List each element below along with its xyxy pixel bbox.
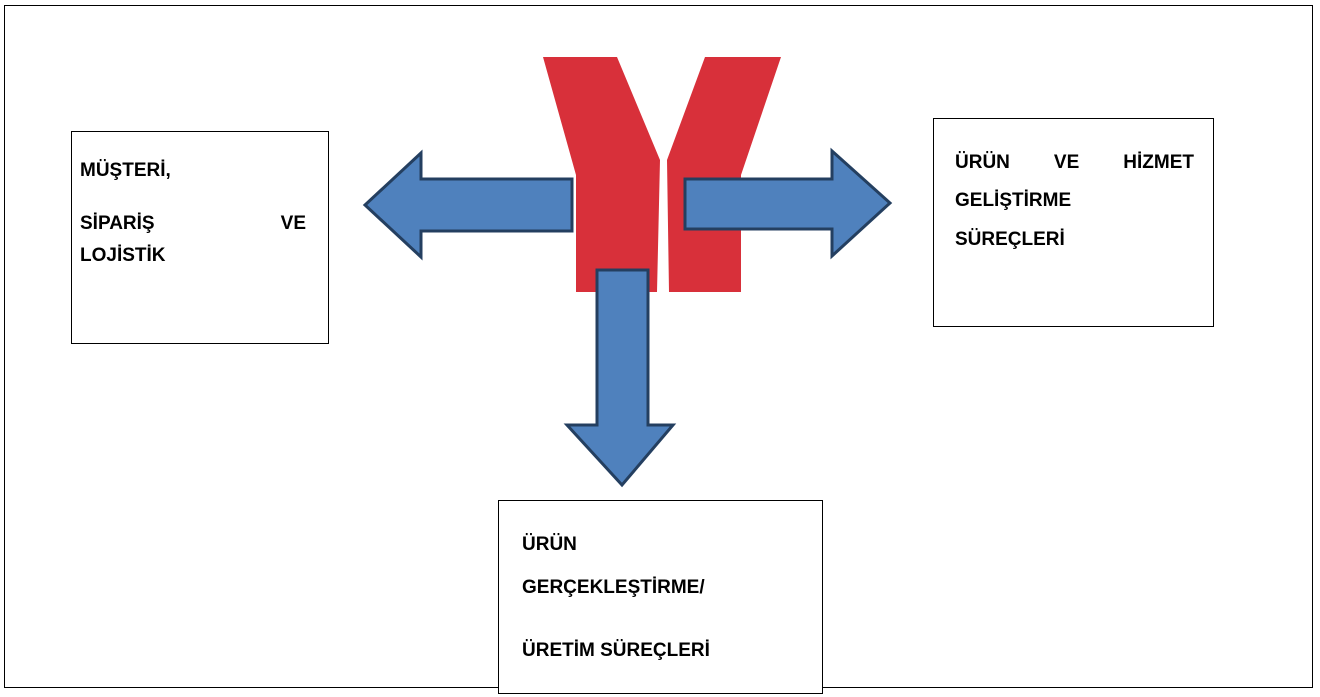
right-box-word2: VE bbox=[1053, 152, 1080, 173]
customer-order-logistics-box: MÜŞTERİ, SİPARİŞ VE LOJİSTİK bbox=[71, 131, 329, 344]
right-box-line3: SÜREÇLERİ bbox=[955, 229, 1065, 250]
arrow-left bbox=[362, 149, 574, 261]
left-box-line2-left: SİPARİŞ bbox=[80, 213, 155, 234]
bottom-box-line2: GERÇEKLEŞTİRME/ bbox=[522, 577, 705, 598]
left-box-line2: SİPARİŞ VE bbox=[80, 213, 306, 235]
right-box-line1: ÜRÜN VE HİZMET bbox=[955, 152, 1194, 174]
bottom-box-line3: ÜRETİM SÜREÇLERİ bbox=[522, 640, 710, 661]
logo-gap bbox=[660, 160, 667, 292]
left-box-line3: LOJİSTİK bbox=[80, 245, 166, 266]
right-box-word3: HİZMET bbox=[1123, 152, 1194, 173]
bottom-box-line1: ÜRÜN bbox=[522, 534, 577, 555]
logo-right-arm bbox=[667, 57, 781, 292]
right-box-line2: GELİŞTİRME bbox=[955, 190, 1072, 211]
left-box-line1: MÜŞTERİ, bbox=[80, 160, 171, 181]
arrow-right bbox=[683, 147, 893, 260]
left-box-line2-right: VE bbox=[280, 213, 306, 234]
product-service-development-box: ÜRÜN VE HİZMET GELİŞTİRME SÜREÇLERİ bbox=[933, 118, 1214, 327]
right-box-word1: ÜRÜN bbox=[955, 152, 1010, 173]
product-realization-box: ÜRÜN GERÇEKLEŞTİRME/ ÜRETİM SÜREÇLERİ bbox=[498, 500, 823, 694]
arrow-down bbox=[563, 268, 677, 488]
logo-left-arm bbox=[543, 57, 660, 292]
